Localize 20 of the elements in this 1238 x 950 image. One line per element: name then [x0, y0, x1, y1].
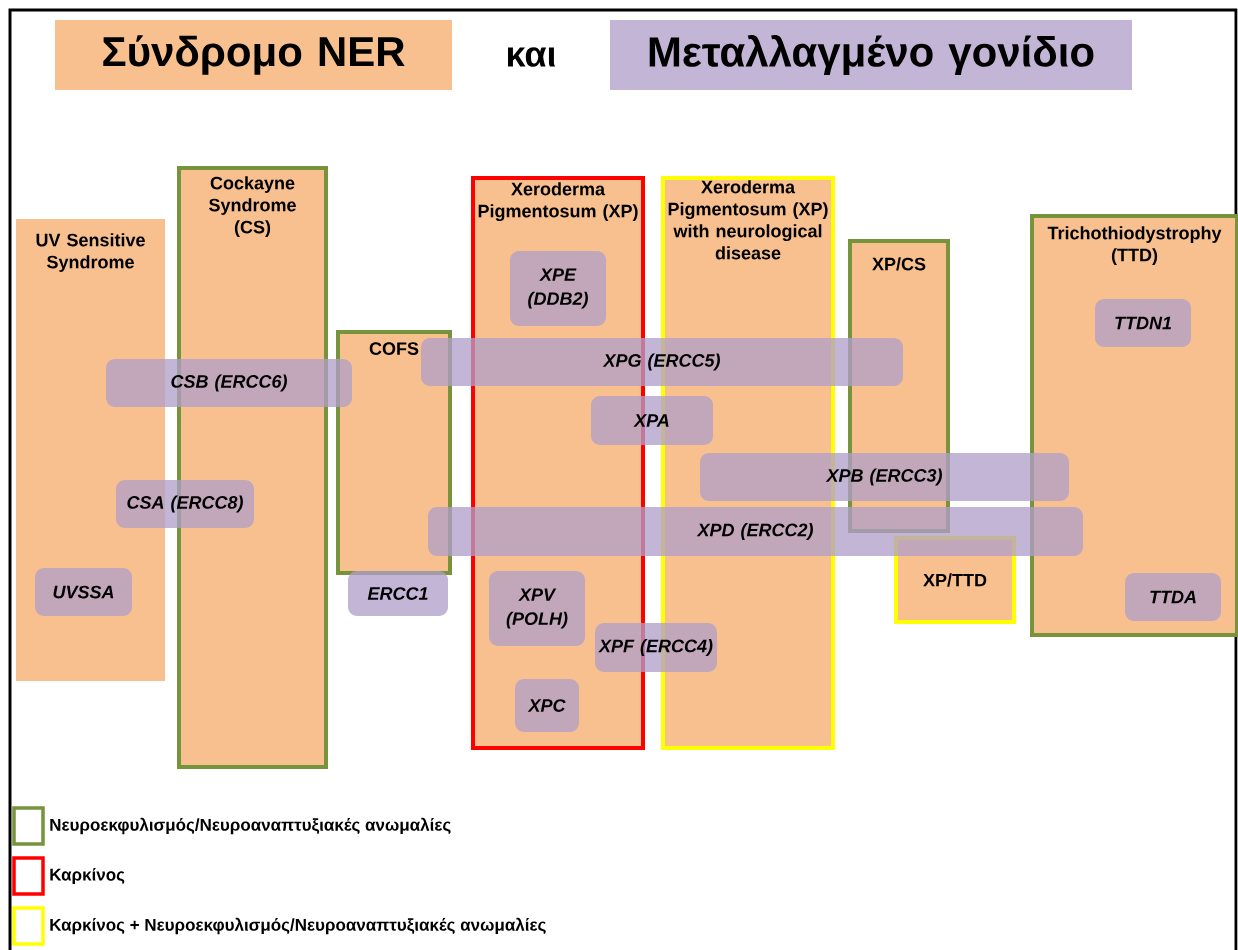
gene-box: ERCC1: [348, 571, 448, 616]
gene-box: XPE (DDB2): [510, 251, 606, 326]
gene-box: TTDN1: [1095, 299, 1191, 347]
gene-box: TTDA: [1125, 573, 1221, 621]
gene-box: XPV (POLH): [489, 571, 585, 646]
gene-box: CSA (ERCC8): [116, 480, 254, 528]
gene-box: UVSSA: [35, 568, 132, 616]
legend-text: Νευροεκφυλισμός/Νευροαναπτυξιακές ανωμαλίες: [50, 817, 451, 835]
gene-box: XPG (ERCC5): [421, 338, 903, 386]
title-box: Σύνδρομο NER: [55, 20, 452, 90]
title-box: Μεταλλαγμένο γονίδιο: [610, 20, 1132, 90]
gene-box: XPB (ERCC3): [700, 453, 1069, 501]
gene-box: XPC: [515, 679, 579, 732]
gene-box: XPA: [591, 396, 713, 445]
gene-box: CSB (ERCC6): [106, 359, 352, 407]
gene-box: XPF (ERCC4): [595, 623, 717, 672]
title-conjunction: και: [508, 47, 556, 67]
gene-box: XPD (ERCC2): [428, 507, 1083, 556]
legend-text: Καρκίνος + Νευροεκφυλισμός/Νευροαναπτυξιακές ανωμαλίες: [50, 917, 546, 935]
legend-text: Καρκίνος: [50, 868, 125, 885]
